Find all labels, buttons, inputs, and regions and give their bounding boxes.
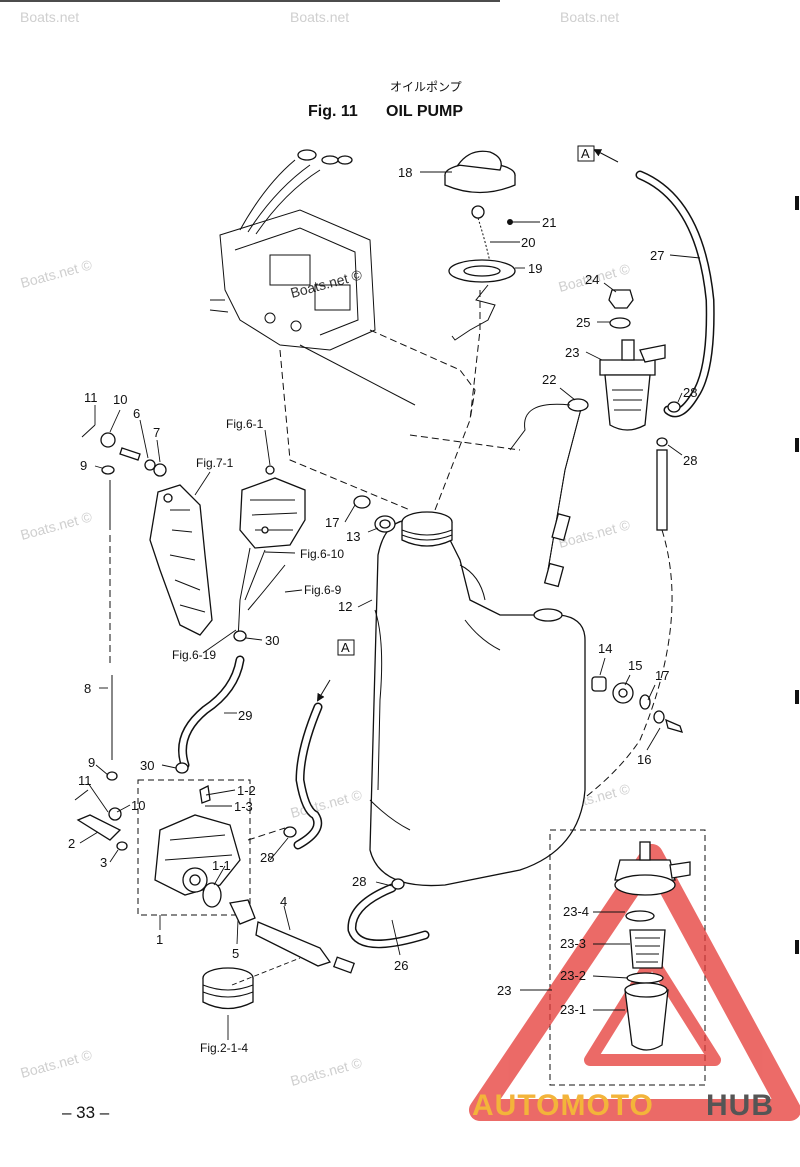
callout-23-2: 23-2 — [560, 968, 586, 983]
callout-4: 4 — [280, 894, 287, 909]
callout-26: 26 — [394, 958, 408, 973]
callout-23: 23 — [565, 345, 579, 360]
callout-labels: 18 21 20 19 27 24 25 23 22 28 28 11 10 6… — [68, 165, 697, 1017]
bracket — [149, 484, 213, 636]
injector-pump — [239, 465, 306, 549]
engine-block — [209, 209, 376, 351]
watermark: Boats.net © — [19, 508, 95, 543]
callout-21: 21 — [542, 215, 556, 230]
callout-13: 13 — [346, 529, 360, 544]
callout-12: 12 — [338, 599, 352, 614]
fig-ref-6-1: Fig.6-1 — [226, 417, 264, 431]
callout-18: 18 — [398, 165, 412, 180]
callout-16: 16 — [637, 752, 651, 767]
linkage-upper — [81, 424, 167, 477]
callout-1-1: 1-1 — [212, 858, 231, 873]
edge-mark — [795, 940, 799, 954]
watermark: Boats.net — [20, 9, 79, 25]
figure-number: Fig. 11 — [308, 103, 358, 120]
watermark: Boats.net © — [19, 1046, 95, 1081]
watermark: Boats.net © — [289, 266, 365, 301]
page-title: OIL PUMP — [386, 103, 463, 120]
edge-mark — [795, 196, 799, 210]
callout-23: 23 — [497, 983, 511, 998]
callout-27: 27 — [650, 248, 664, 263]
callout-25: 25 — [576, 315, 590, 330]
box-marker-a-top: A — [577, 145, 595, 162]
edge-mark — [795, 438, 799, 452]
callout-22: 22 — [542, 372, 556, 387]
callout-28: 28 — [260, 850, 274, 865]
fig-ref-7-1: Fig.7-1 — [196, 456, 234, 470]
callout-9: 9 — [80, 458, 87, 473]
drain-plug-assembly — [591, 676, 684, 733]
fig-ref-6-9: Fig.6-9 — [304, 583, 342, 597]
callout-17: 17 — [655, 668, 669, 683]
watermark: Boats.net — [560, 9, 619, 25]
callout-7: 7 — [153, 425, 160, 440]
callout-28: 28 — [352, 874, 366, 889]
callout-1: 1 — [156, 932, 163, 947]
callout-23-4: 23-4 — [563, 904, 589, 919]
leader-lines — [79, 171, 701, 1040]
watermark: Boats.net © — [19, 256, 95, 291]
brand-logo: AUTOMOTO HUB — [472, 1089, 774, 1122]
callout-20: 20 — [521, 235, 535, 250]
callout-10: 10 — [131, 798, 145, 813]
title-japanese: オイルポンプ — [390, 80, 462, 94]
oil-filter-assembly — [599, 289, 666, 431]
callout-1-3: 1-3 — [234, 799, 253, 814]
callout-9: 9 — [88, 755, 95, 770]
brand-name-part1: AUTOMOTO — [472, 1089, 654, 1122]
cap-chain — [471, 205, 513, 263]
oil-tank-cap — [444, 150, 516, 194]
callout-14: 14 — [598, 641, 612, 656]
callout-30: 30 — [140, 758, 154, 773]
callout-8: 8 — [84, 681, 91, 696]
box-marker-a-mid: A — [337, 639, 355, 656]
watermark: Boats.net © — [289, 1054, 365, 1089]
svg-text:A: A — [341, 640, 350, 655]
callout-29: 29 — [238, 708, 252, 723]
drive-gear — [202, 967, 254, 1010]
callout-24: 24 — [585, 272, 599, 287]
callout-2: 2 — [68, 836, 75, 851]
figure-references: Fig.6-1 Fig.7-1 Fig.6-10 Fig.6-9 Fig.6-1… — [172, 417, 344, 1055]
brand-name-part2: HUB — [706, 1089, 774, 1122]
edge-mark — [795, 690, 799, 704]
fig-ref-2-1-4: Fig.2-1-4 — [200, 1041, 248, 1055]
pump-assembly-box — [137, 779, 251, 916]
wire-terminals — [297, 149, 353, 165]
callout-11: 11 — [78, 773, 92, 788]
callout-23-3: 23-3 — [560, 936, 586, 951]
callout-28: 28 — [683, 385, 697, 400]
fig-ref-6-10: Fig.6-10 — [300, 547, 344, 561]
callout-17: 17 — [325, 515, 339, 530]
watermark: Boats.net — [290, 9, 349, 25]
callout-15: 15 — [628, 658, 642, 673]
oil-tank — [369, 511, 586, 887]
callout-1-2: 1-2 — [237, 783, 256, 798]
filter-element — [629, 929, 666, 969]
callout-19: 19 — [528, 261, 542, 276]
callout-28: 28 — [683, 453, 697, 468]
fig-ref-6-19: Fig.6-19 — [172, 648, 216, 662]
filter-bowl — [624, 982, 669, 1051]
callout-6: 6 — [133, 406, 140, 421]
callout-3: 3 — [100, 855, 107, 870]
callout-11: 11 — [84, 390, 98, 405]
callout-23-1: 23-1 — [560, 1002, 586, 1017]
svg-text:A: A — [581, 146, 590, 161]
callout-30: 30 — [265, 633, 279, 648]
filter-head — [614, 841, 691, 896]
page-number: – 33 – — [62, 1103, 110, 1122]
oil-pump-body — [154, 785, 241, 908]
callout-10: 10 — [113, 392, 127, 407]
tank-strainer-gasket — [448, 259, 516, 341]
callout-5: 5 — [232, 946, 239, 961]
